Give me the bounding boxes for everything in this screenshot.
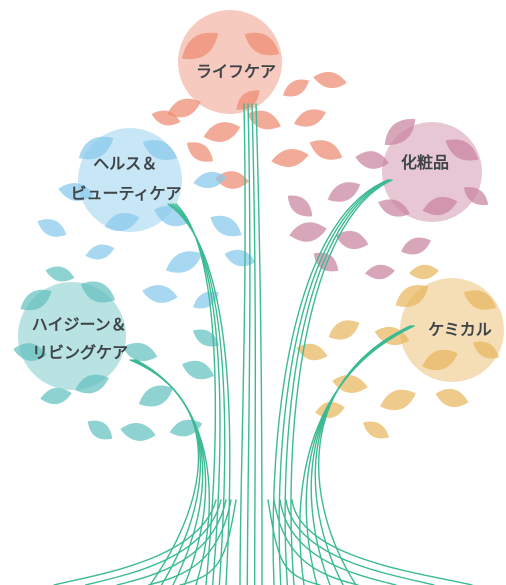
leaf-hygiene-living — [120, 423, 156, 441]
leaf-health-beauty — [193, 291, 219, 309]
leaf-health-beauty — [142, 285, 178, 303]
leaf-health-beauty — [58, 183, 94, 201]
foliage-circle-hygiene-living — [18, 282, 126, 390]
leaf-cosmetics — [335, 230, 369, 250]
leaf-health-beauty — [85, 244, 115, 260]
branch-label-health-beauty: ヘルス＆ ビューティケア — [70, 154, 181, 203]
leaf-lifecare — [309, 140, 343, 160]
leaf-hygiene-living — [45, 266, 75, 282]
trunk-line-chemical — [305, 325, 414, 585]
trunk-line-roots-right — [285, 499, 435, 585]
branch-label-chemical: ケミカル — [428, 320, 492, 339]
leaf-hygiene-living — [20, 289, 52, 311]
trunk-line-hygiene-living — [135, 359, 210, 585]
leaf-hygiene-living — [193, 329, 219, 347]
trunk-line-cosmetics — [278, 179, 391, 585]
leaf-chemical — [422, 349, 458, 371]
leaf-cosmetics — [422, 196, 458, 216]
leaf-chemical — [315, 401, 345, 419]
leaf-health-beauty — [210, 215, 242, 237]
trunk-lines — [53, 103, 473, 585]
leaf-chemical — [328, 320, 360, 340]
leaf-cosmetics — [400, 237, 432, 255]
leaf-lifecare — [313, 71, 347, 89]
leaf-cosmetics — [365, 264, 395, 280]
leaf-chemical — [332, 375, 368, 393]
leaf-hygiene-living — [40, 387, 72, 405]
leaf-cosmetics — [384, 119, 416, 145]
leaf-chemical — [409, 264, 439, 280]
leaf-hygiene-living — [182, 360, 214, 380]
leaf-cosmetics — [289, 222, 327, 242]
leaf-cosmetics — [327, 182, 361, 202]
leaf-hygiene-living — [13, 343, 47, 361]
leaf-health-beauty — [165, 251, 203, 273]
leaf-hygiene-living — [80, 281, 116, 303]
leaf-chemical — [395, 285, 429, 307]
leaf-hygiene-living — [138, 385, 174, 407]
leaf-chemical — [473, 341, 499, 359]
trunk-line-chemical — [317, 325, 411, 585]
leaf-lifecare — [244, 32, 280, 56]
leaf-cosmetics — [445, 139, 479, 161]
trunk-line-lifecare — [251, 103, 257, 585]
leaf-health-beauty — [78, 136, 114, 160]
leaf-hygiene-living — [122, 342, 158, 362]
leaf-lifecare — [236, 90, 260, 110]
trunk-line-lifecare — [239, 103, 246, 585]
leaf-lifecare — [181, 32, 219, 60]
trunk-line-roots-left — [53, 499, 217, 585]
leaf-lifecare — [203, 122, 241, 142]
trunk-line-roots-left — [116, 499, 227, 585]
leaf-lifecare — [151, 110, 181, 126]
leaf-chemical — [363, 421, 389, 439]
leaf-chemical — [435, 388, 469, 408]
leaf-health-beauty — [104, 212, 140, 232]
branch-label-hygiene-living: ハイジーン＆ リビングケア — [32, 315, 132, 362]
leaf-cosmetics — [355, 151, 389, 169]
trunk-line-roots-left — [179, 499, 237, 585]
trunk-line-cosmetics — [272, 179, 389, 585]
leaf-cosmetics — [378, 199, 410, 217]
leaf-health-beauty — [37, 219, 67, 237]
trunk-line-roots-right — [279, 499, 397, 585]
trunk-line-chemical — [310, 325, 413, 585]
leaf-health-beauty — [224, 249, 256, 267]
trunk-line-chemical — [314, 325, 412, 585]
leaf-health-beauty — [193, 171, 227, 189]
leaf-chemical — [463, 290, 497, 310]
leaf-lifecare — [167, 98, 201, 118]
trunk-line-cosmetics — [290, 179, 393, 585]
leaf-chemical — [380, 389, 416, 411]
leaf-lifecare — [294, 109, 326, 127]
leaf-health-beauty — [142, 140, 178, 160]
leaf-cosmetics — [287, 195, 313, 217]
leaf-lifecare — [247, 110, 281, 130]
leaf-lifecare — [271, 149, 309, 167]
leaf-cosmetics — [463, 186, 489, 206]
trunk-line-lifecare — [246, 103, 251, 585]
trunk-line-roots-left — [147, 499, 232, 585]
trunk-line-roots-right — [267, 499, 321, 585]
trunk-line-roots-right — [273, 499, 359, 585]
foliage-leaves — [13, 32, 499, 441]
trunk-line-roots-left — [84, 499, 222, 585]
branch-label-lifecare: ライフケア — [196, 62, 276, 81]
branch-label-cosmetics: 化粧品 — [401, 153, 449, 172]
leaf-cosmetics — [313, 252, 339, 272]
trunk-line-lifecare — [255, 103, 263, 585]
leaf-hygiene-living — [75, 374, 109, 394]
trunk-line-roots-right — [291, 499, 473, 585]
trunk-line-chemical — [299, 325, 415, 585]
trunk-line-health-beauty — [167, 203, 231, 585]
leaf-hygiene-living — [87, 420, 113, 440]
leaf-lifecare — [186, 142, 214, 162]
leaf-lifecare — [283, 79, 309, 97]
